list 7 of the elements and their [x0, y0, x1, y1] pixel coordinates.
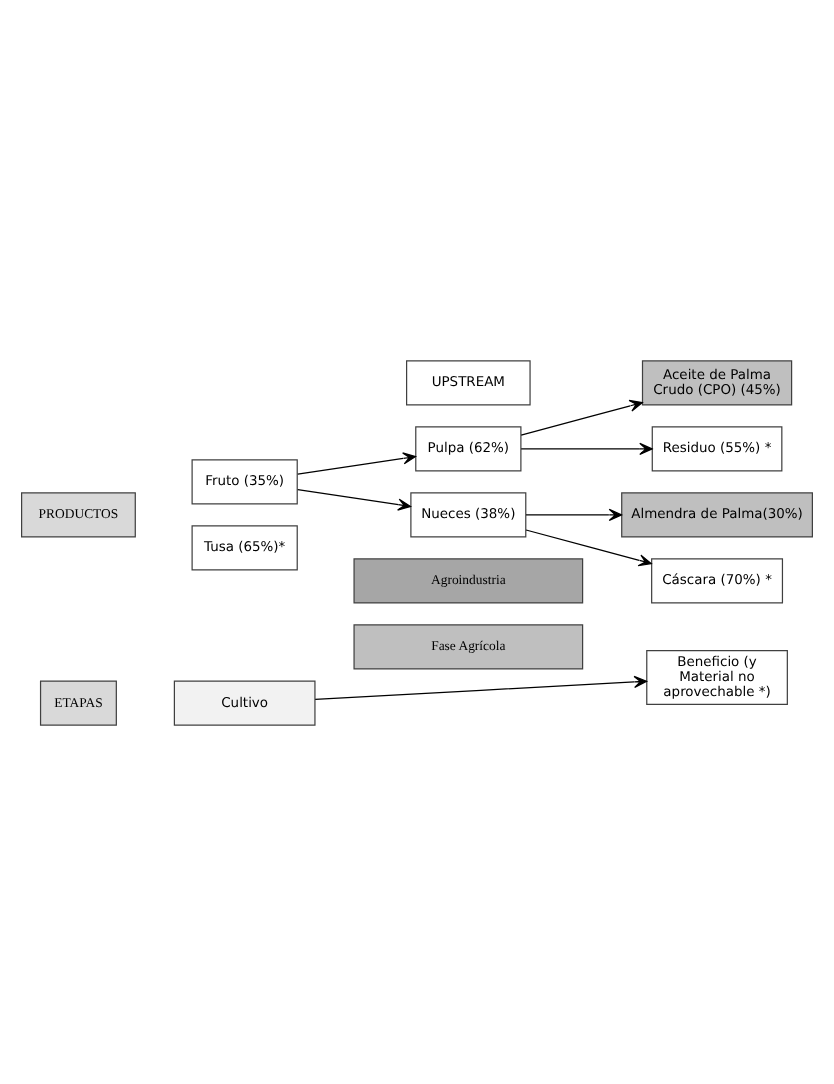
arrow	[297, 451, 417, 474]
arrow	[314, 674, 648, 699]
arrow	[520, 398, 643, 435]
arrow	[525, 528, 652, 566]
arrow	[520, 441, 653, 454]
arrow	[297, 488, 412, 510]
arrow	[525, 507, 623, 520]
